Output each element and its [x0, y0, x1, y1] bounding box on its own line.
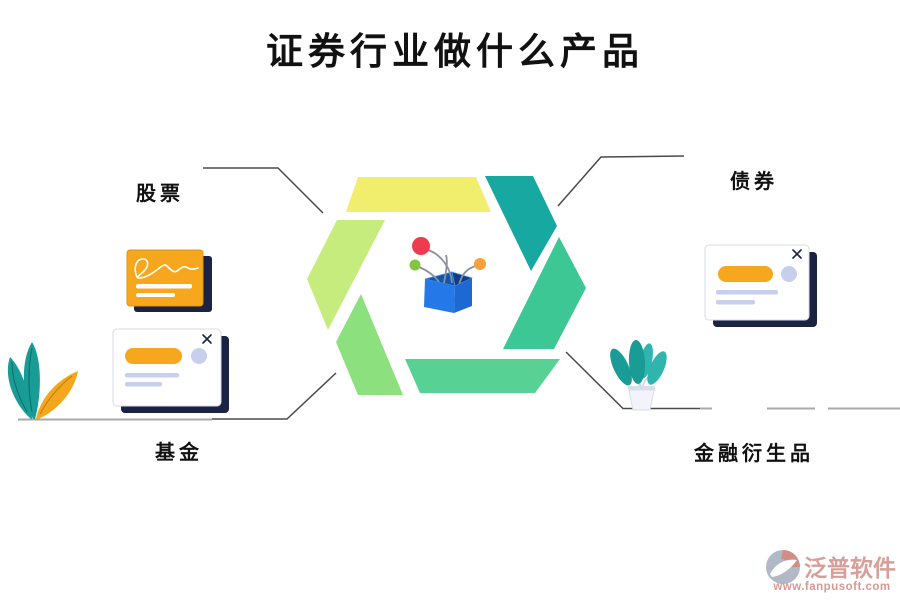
- watermark-url: www.fanpusoft.com: [772, 581, 890, 593]
- label-stocks: 股票: [136, 182, 184, 205]
- leaf-vein: [28, 347, 33, 413]
- text-bar: [136, 293, 175, 297]
- open-box-icon: [409, 237, 486, 313]
- close-icon: [792, 249, 802, 259]
- box-front-right-face: [454, 278, 472, 313]
- wire-middle: [443, 254, 448, 284]
- stock-card-icon: [126, 249, 212, 312]
- leaf-vein: [39, 375, 73, 415]
- page-title: 证券行业做什么产品: [266, 31, 644, 73]
- leaf-middle: [23, 342, 40, 419]
- hexagon-ring: [307, 176, 586, 395]
- text-bar: [125, 382, 162, 387]
- watermark: 泛普软件 www.fanpusoft.com: [766, 550, 896, 593]
- hexagon-segment-bottom-left: [336, 294, 403, 395]
- close-icon: [202, 334, 212, 344]
- hexagon-segment-right: [503, 237, 586, 349]
- connector-top-right-line: [557, 155, 685, 207]
- chart-squiggle-icon: [134, 258, 199, 279]
- text-bar: [136, 284, 192, 289]
- label-funds: 基金: [155, 440, 203, 464]
- text-bar: [716, 300, 755, 305]
- logo-swoosh: [781, 550, 800, 567]
- connector-bottom-right-line: [565, 351, 700, 410]
- hexagon-segment-bottom: [405, 359, 560, 393]
- label-bonds: 债券: [730, 169, 778, 193]
- hexagon-segment-top-right: [485, 176, 557, 271]
- card-pill: [718, 266, 773, 282]
- hexagon-segment-left: [307, 220, 385, 330]
- text-bar: [716, 290, 778, 295]
- connector-top-left-line: [203, 167, 324, 214]
- card-body: [704, 244, 810, 321]
- text-bar: [125, 373, 179, 378]
- plant-leaf: [610, 348, 632, 386]
- leaf-left: [7, 357, 32, 419]
- connector-bottom-left-line: [212, 372, 337, 420]
- leaf-vein: [11, 361, 28, 413]
- watermark-brand: 泛普软件: [804, 555, 896, 581]
- card-dot: [191, 348, 207, 364]
- label-derivatives: 金融衍生品: [693, 441, 814, 465]
- wire-green: [418, 266, 440, 283]
- hexagon-segment-top: [346, 177, 491, 212]
- plant-leaves-icon: [7, 342, 78, 419]
- card-pill: [125, 348, 182, 364]
- pot-body: [628, 389, 655, 411]
- wire-orange: [458, 265, 477, 286]
- card-dot: [781, 266, 797, 282]
- card-body: [126, 249, 204, 307]
- ball-orange-icon: [474, 258, 486, 270]
- box-front-left-face: [424, 279, 455, 313]
- ball-red-icon: [412, 237, 430, 255]
- wire-red: [427, 249, 453, 284]
- leaf-right: [36, 371, 78, 419]
- logo-cut: [770, 559, 797, 577]
- ball-green-icon: [409, 259, 421, 271]
- plant-leaf: [628, 340, 646, 384]
- fund-card-icon: [112, 328, 229, 413]
- bond-card-icon: [704, 244, 817, 327]
- potted-plant-icon: [610, 340, 667, 411]
- plant-leaf: [647, 351, 667, 385]
- pot-rim: [628, 386, 655, 391]
- watermark-logo-icon: [766, 550, 800, 584]
